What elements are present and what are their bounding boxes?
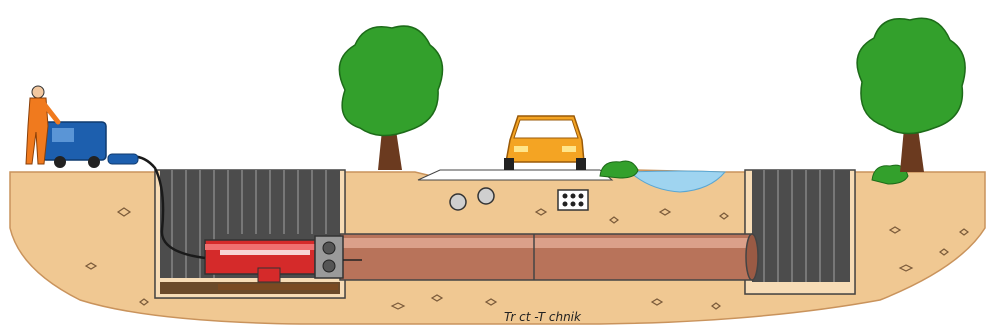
compressor-icon [42, 122, 138, 168]
car-icon [504, 116, 586, 170]
utility-pipe-2 [478, 188, 494, 204]
brand-label: Tr ct -T chnik [504, 310, 582, 324]
road-surface [418, 170, 612, 180]
cable-duct-block [558, 190, 588, 210]
right-sheet-piles [752, 170, 850, 282]
utility-pipe-1 [450, 194, 466, 210]
bush-left [600, 161, 638, 178]
jacked-pipe [340, 234, 758, 280]
tree-icon [339, 26, 442, 170]
tree-icon-right [857, 18, 965, 172]
